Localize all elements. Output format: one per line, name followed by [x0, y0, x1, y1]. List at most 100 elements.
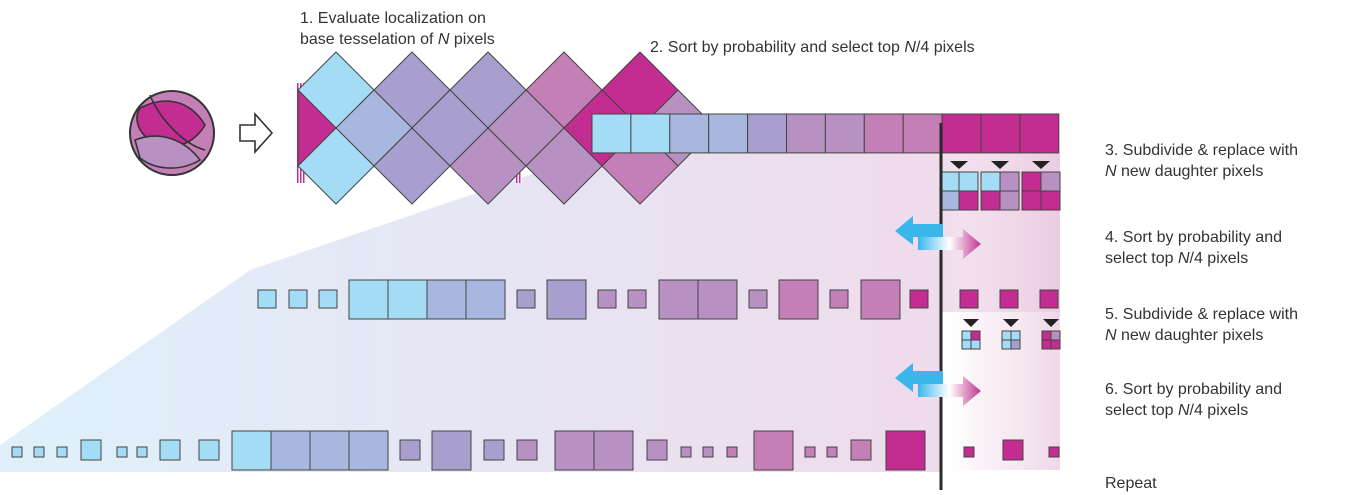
daughter-pixel	[999, 171, 1020, 192]
row-5-pixel	[11, 446, 23, 458]
row-1-pixel	[669, 113, 710, 154]
row-3-pixel	[426, 279, 467, 320]
row-1-pixel	[824, 113, 865, 154]
row-5-pixel	[231, 430, 272, 471]
daughter-pixel	[939, 190, 960, 211]
step-5-label: 5. Subdivide & replace with N new daught…	[1105, 304, 1298, 346]
row-1-pixel	[591, 113, 632, 154]
row-3-pixel	[318, 289, 338, 309]
double-arrow-icon	[895, 216, 981, 259]
step-3-label: 3. Subdivide & replace with N new daught…	[1105, 140, 1298, 182]
row-5-pixel	[753, 430, 794, 471]
row-5-pixel	[646, 439, 668, 461]
step-4-label: 4. Sort by probability and select top N/…	[1105, 227, 1282, 269]
row-5-pixel	[885, 430, 926, 471]
step-2-text-a: 2. Sort by probability and select top	[650, 39, 905, 56]
daughter-pixel	[1010, 339, 1021, 350]
row-3-pixel	[348, 279, 389, 320]
repeat-text: Repeat	[1105, 475, 1157, 492]
daughter-pixel	[958, 190, 979, 211]
row-1-pixel	[863, 113, 904, 154]
row-5-pixel	[516, 439, 538, 461]
row-1-pixel	[708, 113, 749, 154]
row-3-pixel	[627, 289, 647, 309]
daughter-pixels-2	[961, 319, 1061, 350]
step-4-text-b: /4 pixels	[1189, 250, 1249, 267]
step-3-italic: N	[1105, 163, 1117, 180]
row-5-pixel	[56, 446, 68, 458]
row-5-pixel	[680, 446, 692, 458]
daughter-pixel	[1041, 339, 1052, 350]
arrow-right-head	[918, 229, 981, 259]
step-4-text-a: select top	[1105, 250, 1178, 267]
step-1-italic: N	[437, 31, 450, 48]
step-5-italic: N	[1105, 327, 1117, 344]
row-3-pixel	[546, 279, 587, 320]
row-3-pixel	[597, 289, 617, 309]
pixel-row-5	[11, 430, 1060, 471]
daughter-pixel	[980, 171, 1001, 192]
step-5-line-1: 5. Subdivide & replace with	[1105, 306, 1298, 323]
row-5-pixel	[136, 446, 148, 458]
row-3-pixel	[697, 279, 738, 320]
step-2-text-b: /4 pixels	[915, 39, 975, 56]
subdivide-marker-icon	[1032, 161, 1050, 169]
step-1-line-1: 1. Evaluate localization on	[300, 10, 486, 27]
row-3-pixel	[959, 289, 979, 309]
repeat-label: Repeat	[1105, 473, 1157, 494]
row-3-pixel	[860, 279, 901, 320]
row-5-pixel	[1048, 446, 1060, 458]
step-6-line-1: 6. Sort by probability and	[1105, 381, 1282, 398]
sphere-lobe	[134, 135, 202, 169]
row-5-pixel	[483, 439, 505, 461]
arrow-shape	[239, 111, 274, 155]
row-3-pixel	[748, 289, 768, 309]
step-6-text-b: /4 pixels	[1189, 402, 1249, 419]
step-1-text-a: base tesselation of	[300, 31, 438, 48]
funnel-background	[0, 153, 1060, 472]
row-5-pixel	[116, 446, 128, 458]
daughter-pixel	[980, 190, 1001, 211]
row-3-pixel	[288, 289, 308, 309]
sphere-lobe	[136, 100, 206, 147]
row-3-pixel	[257, 289, 277, 309]
row-5-pixel	[431, 430, 472, 471]
row-5-pixel	[348, 430, 389, 471]
row-5-pixel	[702, 446, 714, 458]
tesselation-pixel	[525, 127, 603, 205]
daughter-pixel	[970, 330, 981, 341]
double-arrow-icon	[895, 363, 981, 406]
daughter-pixel	[1040, 171, 1061, 192]
arrow-left-head	[895, 363, 943, 392]
row-1-pixel	[630, 113, 671, 154]
daughter-pixel	[958, 171, 979, 192]
row-5-pixel	[826, 446, 838, 458]
sphere-icon	[129, 90, 215, 176]
arrow-left-head	[895, 216, 943, 245]
step-6-italic: N	[1177, 402, 1190, 419]
step-3-text: new daughter pixels	[1116, 163, 1264, 180]
row-5-pixel	[593, 430, 634, 471]
daughter-pixel	[999, 190, 1020, 211]
step-4-italic: N	[1177, 250, 1190, 267]
right-arrow-icon	[239, 111, 274, 155]
daughter-pixel	[1001, 330, 1012, 341]
daughter-pixel	[1010, 330, 1021, 341]
step-6-label: 6. Sort by probability and select top N/…	[1105, 379, 1282, 421]
row-3-pixel	[658, 279, 699, 320]
row-3-pixel	[465, 279, 506, 320]
row-1-pixel	[980, 113, 1021, 154]
step-2-italic: N	[904, 39, 916, 56]
row-3-pixel	[778, 279, 819, 320]
pixel-row-3	[257, 279, 1059, 320]
daughter-pixel	[1050, 339, 1061, 350]
daughter-pixel	[1041, 330, 1052, 341]
row-5-pixel	[963, 446, 975, 458]
tesselation-pixel	[297, 127, 375, 205]
step-1-label: 1. Evaluate localization on base tessela…	[300, 8, 495, 50]
subdivide-marker-icon	[963, 319, 979, 327]
daughter-pixel	[1040, 190, 1061, 211]
row-3-pixel	[1039, 289, 1059, 309]
step-2-label: 2. Sort by probability and select top N/…	[650, 37, 975, 58]
